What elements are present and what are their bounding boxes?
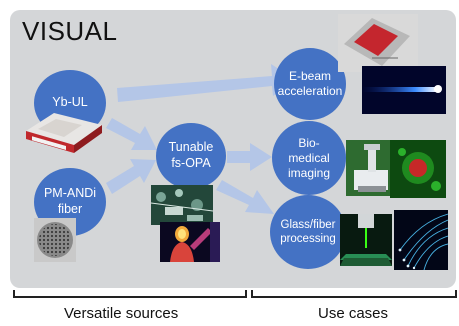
node-fs-opa-label: Tunable fs-OPA: [168, 140, 214, 170]
fiber-crosssection-photo: [34, 218, 76, 262]
node-ebeam: E-beam acceleration: [274, 48, 346, 120]
arrow-pmandi-to-opa: [106, 159, 156, 194]
arrow-opa-to-glass: [216, 180, 274, 214]
laser-box-photo: [24, 105, 104, 155]
bracket-versatile-sources: [13, 290, 247, 298]
node-pm-andi-label: PM-ANDi fiber: [43, 186, 97, 216]
fiber-bundle-photo: [394, 210, 448, 270]
group-label-versatile-sources: Versatile sources: [64, 305, 179, 322]
node-fs-opa: Tunable fs-OPA: [156, 123, 226, 189]
opa-setup-photo: [151, 185, 213, 225]
node-biomed: Bio- medical imaging: [272, 121, 346, 195]
bracket-use-cases: [251, 290, 457, 298]
arrow-ybul-to-opa: [106, 118, 157, 150]
group-label-use-cases: Use cases: [318, 305, 389, 322]
microscope-photo: [346, 140, 394, 196]
ebeam-streak-photo: [362, 66, 446, 114]
thermal-image-photo: [160, 222, 220, 262]
node-yb-ul-label: Yb-UL: [52, 95, 88, 110]
diagram-title: VISUAL: [22, 16, 118, 46]
arrow-ybul-to-ebeam: [117, 64, 296, 102]
fluorescence-tissue-photo: [390, 140, 446, 198]
node-glass-label: Glass/fiber processing: [280, 218, 336, 245]
node-biomed-label: Bio- medical imaging: [287, 135, 331, 180]
accelerator-chip-photo: [338, 14, 418, 72]
arrow-opa-to-bio: [227, 143, 272, 171]
laser-processing-photo: [340, 214, 392, 266]
node-glass: Glass/fiber processing: [270, 195, 346, 269]
node-ebeam-label: E-beam acceleration: [277, 69, 343, 98]
